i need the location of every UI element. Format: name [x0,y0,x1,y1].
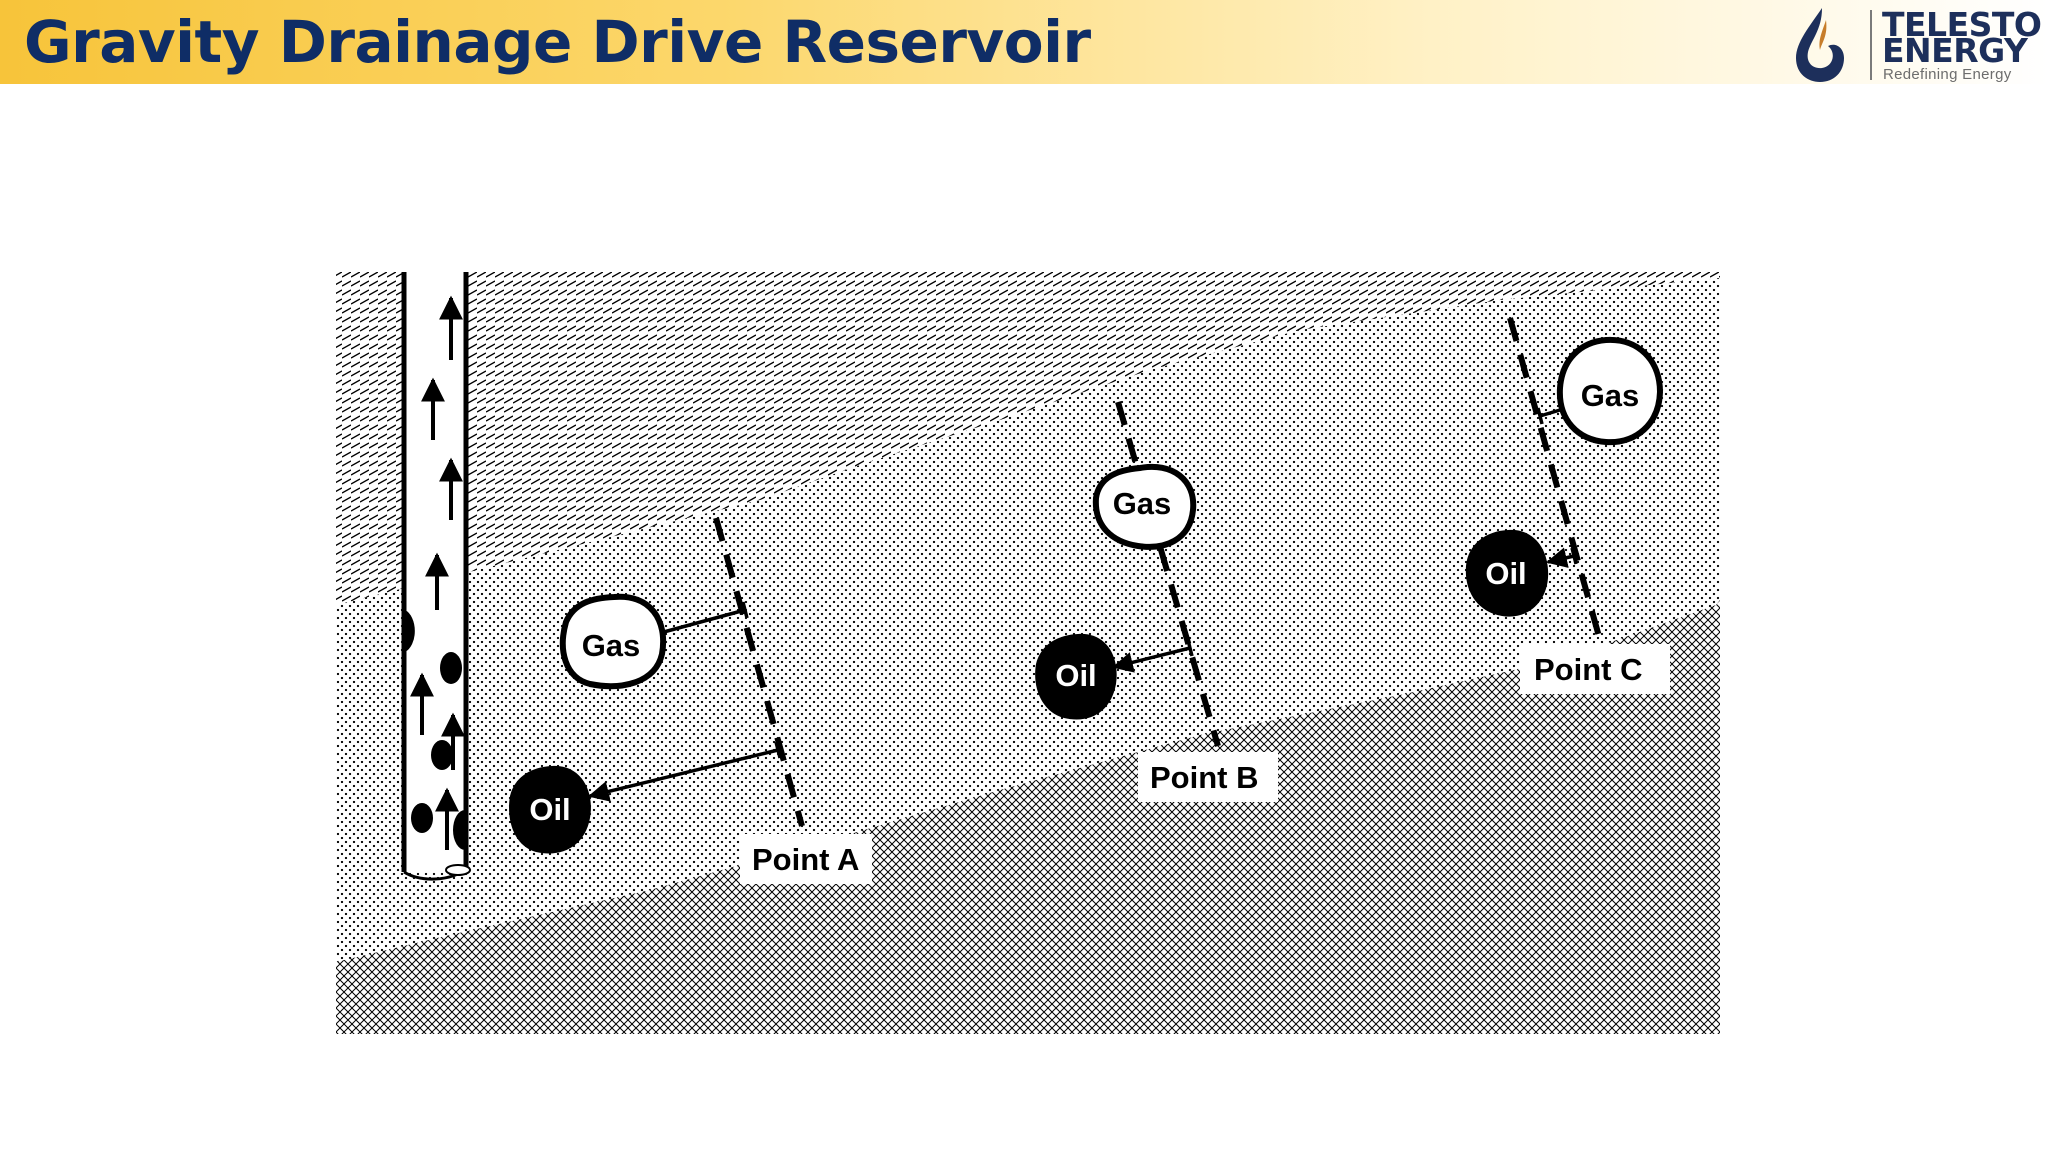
gas-label: Gas [1581,378,1640,413]
point-b-group: Gas Oil Point B [1035,401,1278,802]
point-b-label: Point B [1150,760,1259,795]
oil-label: Oil [1055,658,1096,693]
oil-droplet [1035,633,1117,720]
water-zone-crosshatch [336,600,1720,1034]
gas-label: Gas [582,628,641,663]
point-c-label: Point C [1534,652,1643,687]
gas-label: Gas [1113,486,1172,521]
gas-path-line [1539,408,1561,418]
company-logo: TELESTO ENERGY Redefining Energy [1790,2,2048,84]
point-label-bg [740,834,872,884]
oil-droplet [411,803,433,833]
gas-path-line [659,608,746,635]
oil-path-arrow [1111,646,1191,673]
point-label-bg [1138,752,1278,802]
oil-drop-flame-icon [1796,8,1844,82]
oil-path-arrow [1545,547,1575,568]
oil-droplet [405,610,415,652]
oil-path-arrow [587,748,779,802]
oil-path-tick [1570,547,1578,565]
oil-label: Oil [1485,556,1526,591]
point-label-bg [1520,644,1670,694]
gas-path-tick [741,601,749,619]
production-well [401,272,471,881]
oil-label: Oil [529,792,570,827]
logo-text-line1: TELESTO [1882,5,2042,44]
oil-path-tick [1186,639,1194,657]
logo-tagline: Redefining Energy [1883,66,2012,83]
oil-droplet [440,652,462,684]
point-c-dashed-line [1507,317,1603,641]
logo-text-line2: ENERGY [1882,31,2028,70]
point-a-group: Gas Oil Point A [509,517,872,884]
oil-droplet [509,765,591,854]
point-a-label: Point A [752,842,859,877]
point-c-group: Gas Oil Point C [1465,317,1670,694]
gas-path-tick [1536,407,1544,425]
gas-bubble [1092,463,1197,550]
point-b-dashed-line [1115,401,1221,747]
point-a-dashed-line [713,517,805,827]
oil-droplet [1465,529,1549,617]
oil-droplet [431,740,453,770]
logo-divider [1870,10,1872,80]
oil-path-tick [774,741,782,759]
slide-title: Gravity Drainage Drive Reservoir [24,8,1091,76]
gas-bubble [559,593,667,690]
gas-bubble [1556,336,1664,446]
title-banner: Gravity Drainage Drive Reservoir TELESTO… [0,0,2048,84]
oil-droplet [453,810,465,850]
gas-cap-hatch [336,272,1720,605]
